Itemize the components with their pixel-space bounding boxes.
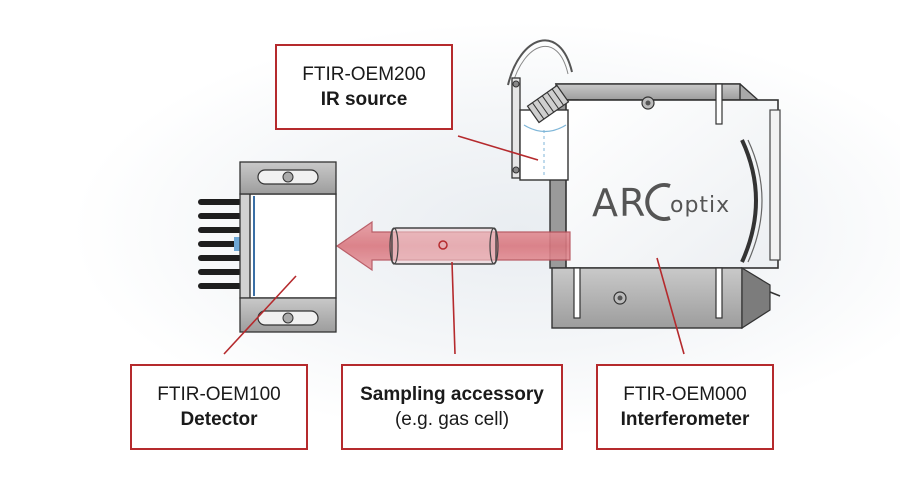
ir-source-leader: [457, 135, 539, 161]
sampling-accessory-label: Sampling accessory (e.g. gas cell): [341, 364, 563, 450]
heat-sink-fins: [198, 199, 242, 289]
leader-lines: [223, 135, 685, 355]
ir-source-part-number: FTIR-OEM200: [302, 64, 426, 85]
svg-text:optix: optix: [670, 193, 730, 218]
interferometer-label: FTIR-OEM000 Interferometer: [596, 364, 774, 450]
svg-text:AR: AR: [592, 181, 646, 225]
detector-unit: [198, 161, 337, 333]
detector-leader: [223, 275, 297, 355]
interferometer-leader: [656, 257, 685, 355]
sampling-accessory-name: Sampling accessory: [360, 384, 544, 405]
ir-source-name: IR source: [320, 89, 408, 110]
sampling-cell: [389, 227, 499, 265]
interferometer-part-number: FTIR-OEM000: [623, 384, 747, 405]
detector-name: Detector: [180, 409, 258, 430]
ir-source-label: FTIR-OEM200 IR source: [275, 44, 453, 130]
interferometer-unit: [549, 83, 781, 330]
arcoptix-logo: AR optix: [592, 181, 730, 225]
detector-part-number: FTIR-OEM100: [157, 384, 281, 405]
sampling-accessory-note: (e.g. gas cell): [394, 409, 510, 430]
ir-source-unit: [507, 39, 573, 181]
detector-label: FTIR-OEM100 Detector: [130, 364, 308, 450]
interferometer-name: Interferometer: [620, 409, 750, 430]
sampling-leader: [451, 261, 456, 355]
